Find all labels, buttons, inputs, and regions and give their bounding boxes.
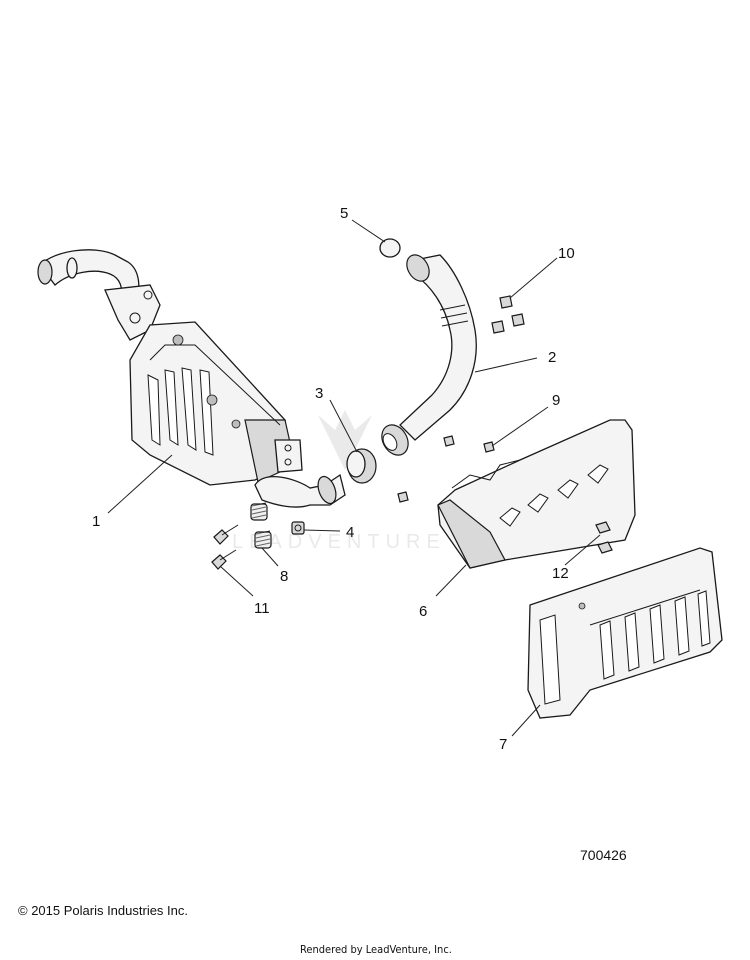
callout-4: 4 [346,524,354,541]
part-11-bolts[interactable] [211,524,239,570]
leader-6 [435,564,467,597]
part-6-heat-shield[interactable] [437,419,636,569]
diagram-number: 700426 [580,847,627,863]
leader-10 [509,257,558,299]
leader-1 [107,454,173,514]
callout-11: 11 [254,600,270,617]
callout-7: 7 [499,736,507,753]
part-9-bolts[interactable] [397,435,495,503]
callout-3: 3 [315,385,323,402]
part-12-clips[interactable] [595,521,613,554]
leader-9 [491,406,549,447]
callout-2: 2 [548,349,556,366]
part-8-springs[interactable] [250,502,272,549]
part-1-muffler[interactable] [37,249,346,508]
spring-upper [250,502,268,521]
part-2-exhaust-pipe[interactable] [377,251,477,460]
rendered-by-notice: Rendered by LeadVenture, Inc. [300,943,452,956]
part-10-bolts[interactable] [491,295,525,334]
leader-2 [474,357,538,373]
part-7-heat-shield[interactable] [527,547,723,719]
leader-3 [329,399,358,453]
callout-5: 5 [340,205,348,222]
copyright-notice: © 2015 Polaris Industries Inc. [18,903,188,918]
callout-labels: 1 2 3 4 5 6 7 8 9 10 11 12 [92,205,575,753]
leader-5 [351,219,386,243]
leader-8 [261,547,279,567]
spring-lower [254,530,272,549]
leader-lines [107,219,601,737]
part-5-gasket[interactable] [379,238,401,258]
part-3-seal[interactable] [346,448,377,484]
callout-12: 12 [552,565,569,582]
callout-8: 8 [280,568,288,585]
callout-9: 9 [552,392,560,409]
watermark-text: LEADVENTURE [232,531,446,553]
callout-10: 10 [558,245,575,262]
part-4-nut[interactable] [291,521,305,535]
leader-7 [511,704,541,737]
callout-1: 1 [92,513,100,530]
watermark: LEADVENTURE [232,410,446,553]
callout-6: 6 [419,603,427,620]
leader-12 [564,534,601,566]
leader-11 [219,565,254,597]
leader-4 [303,529,341,532]
